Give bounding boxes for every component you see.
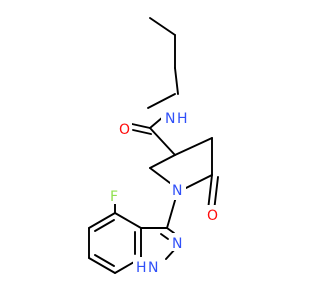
atom-label-indazole-n1: N	[148, 260, 158, 276]
bond-butyl-3	[174, 67, 179, 95]
bond-lines	[88, 17, 219, 274]
bond-c-c3	[149, 127, 176, 156]
molecule-diagram: N H O N O F N N H	[88, 17, 220, 276]
bond-benz-c4-c5	[88, 212, 116, 229]
bond-ring-c3-c2	[149, 154, 176, 169]
atom-label-indazole-n1-h: H	[136, 260, 147, 276]
atom-label-amide-n: N	[165, 111, 175, 127]
label-bg-amide-o	[116, 119, 132, 139]
bond-ring-co-1	[207, 174, 213, 211]
bond-ind-c3-n2-1	[166, 227, 175, 234]
bond-benz-c6-c7	[88, 257, 116, 274]
bond-butyl-4	[147, 93, 176, 109]
label-bg-amide-n	[161, 108, 190, 128]
atom-label-carbonyl-o-ring: O	[207, 208, 218, 224]
bond-ring-c3-c4	[174, 137, 213, 156]
label-bg-ring-o	[204, 205, 220, 225]
molecule-canvas: N H O N O F N N H	[88, 17, 220, 276]
bond-amide-n-c	[149, 116, 164, 129]
bond-n-c3a	[166, 196, 177, 229]
bond-ring-c5-n	[185, 174, 213, 189]
bond-benz-c4-c5-inner	[94, 219, 115, 232]
bond-butyl-1	[149, 17, 176, 36]
atom-label-carbonyl-o-amide: O	[119, 122, 130, 138]
atom-label-fluorine: F	[110, 189, 118, 205]
bond-amide-co-2	[132, 129, 152, 135]
bond-benz-c6-c7-inner	[94, 254, 115, 267]
atom-label-amide-n-h: H	[177, 111, 188, 127]
label-bg-fluorine	[108, 186, 122, 204]
bond-ind-c3-n2-2	[160, 233, 169, 240]
bond-amide-co-1	[131, 123, 151, 129]
bond-ring-c2-n	[149, 167, 171, 184]
label-bg-ring-n	[170, 180, 186, 200]
label-bg-indazole-n1	[133, 257, 163, 275]
atom-label-ring-n: N	[172, 183, 182, 199]
atom-labels: N H O N O F N N H	[108, 108, 220, 276]
label-bg-indazole-n2	[170, 233, 185, 251]
atom-label-indazole-n2: N	[172, 236, 182, 252]
bond-benz-c3a-c4	[114, 212, 142, 229]
